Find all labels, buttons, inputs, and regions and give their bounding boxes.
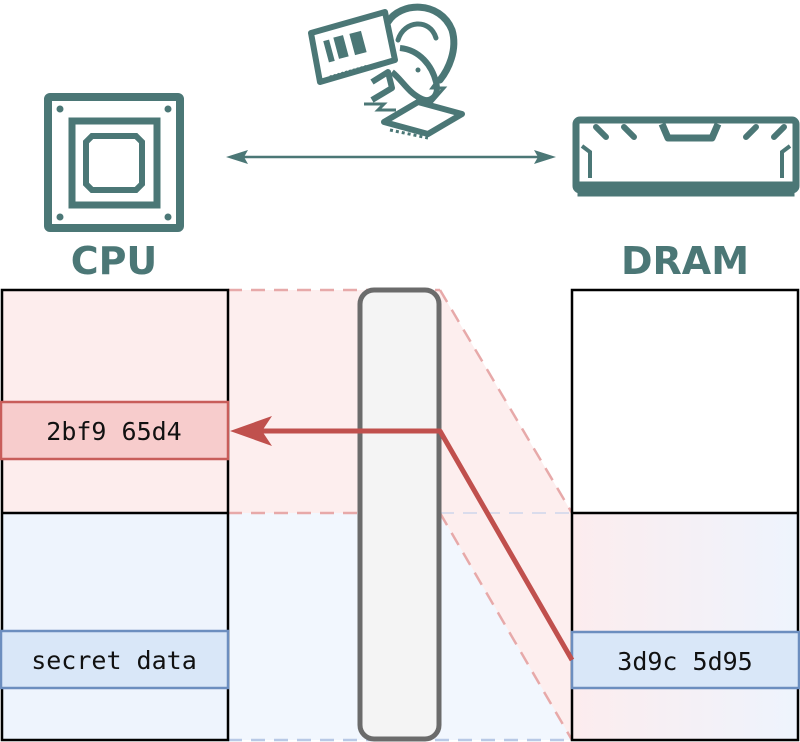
cpu-chip-icon (44, 93, 184, 232)
memory-bus-bar (357, 287, 442, 742)
rowhammer-ram-logo-icon (308, 3, 465, 140)
cpu-corrupted-value: 2bf9 65d4 (46, 417, 181, 446)
dram-empty-region (572, 290, 798, 513)
corruption-arrow-line (262, 428, 575, 662)
red-region-mapping (228, 290, 572, 740)
cpu-blue-region (2, 513, 228, 740)
dram-module-icon (572, 116, 800, 197)
cpu-secret-cell[interactable] (0, 629, 230, 690)
dram-mixed-region (572, 513, 798, 740)
cpu-secret-value: secret data (31, 646, 197, 675)
dram-column-border (570, 288, 800, 742)
dram-label: DRAM (621, 239, 749, 283)
cpu-corrupted-cell[interactable] (0, 400, 230, 461)
corruption-arrow (230, 416, 575, 662)
cpu-label: CPU (71, 239, 158, 283)
corruption-arrow-head (230, 416, 272, 446)
cpu-column-border (0, 288, 230, 742)
red-region-dash-low-diag (438, 512, 574, 741)
bidirectional-arrow-icon (226, 150, 556, 164)
cpu-memory-column: 2bf9 65d4 secret data (0, 288, 230, 742)
red-region-dash-top-diag (438, 289, 574, 514)
dram-memory-column: 3d9c 5d95 (570, 288, 800, 742)
dram-value: 3d9c 5d95 (617, 647, 752, 676)
